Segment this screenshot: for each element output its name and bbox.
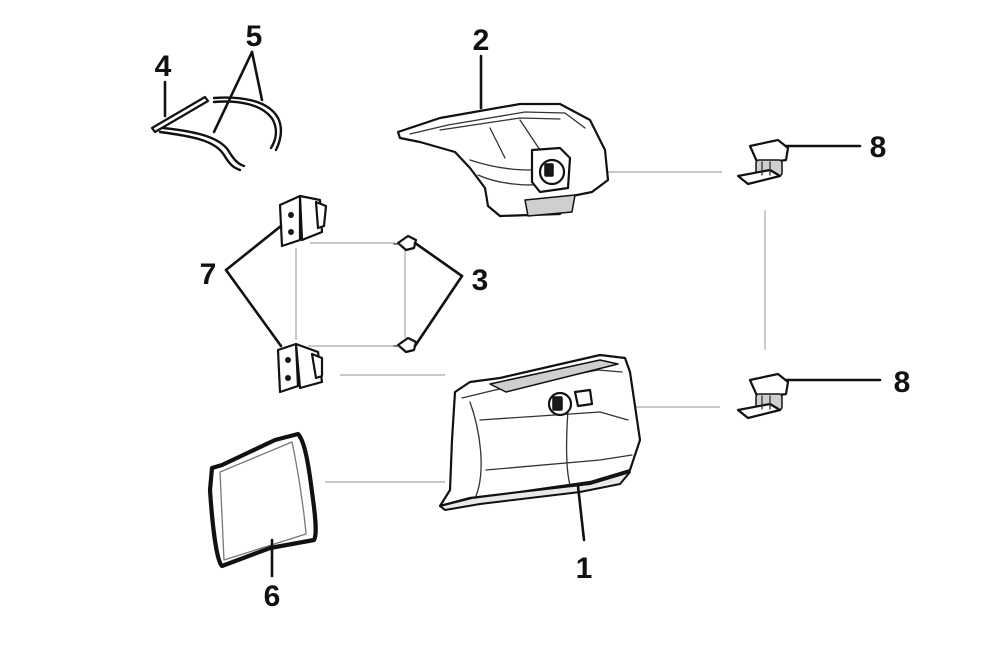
callout-5: 5	[246, 20, 263, 53]
part-6-seal-frame	[207, 431, 318, 569]
part-3-clip-bottom	[393, 336, 418, 354]
callout-8-top: 8	[870, 131, 887, 164]
part-3-clip-top	[393, 234, 418, 252]
callout-4: 4	[155, 50, 172, 83]
leader-1	[576, 484, 586, 542]
part-7-hinge-bottom	[276, 342, 324, 394]
leader-lines	[163, 50, 882, 578]
callout-labels: 1 2 3 4 5 6 7 8 8	[155, 20, 911, 613]
callout-8-bottom: 8	[894, 366, 911, 399]
part-5-curved-strips	[158, 96, 283, 172]
part-4-trim-strip	[150, 95, 210, 134]
leader-7b	[224, 268, 283, 348]
part-2-upper-shell	[396, 102, 610, 218]
part-1-glovebox-body	[438, 353, 642, 511]
callout-2: 2	[473, 24, 490, 57]
leader-3b	[413, 274, 464, 348]
callout-7: 7	[200, 258, 217, 291]
part-8-latch-top	[736, 138, 790, 186]
callout-1: 1	[576, 552, 593, 585]
leader-5b	[250, 50, 264, 102]
part-7-hinge-top	[278, 194, 328, 248]
callout-3: 3	[472, 264, 489, 297]
part-8-latch-bottom	[736, 372, 790, 420]
callout-6: 6	[264, 580, 281, 613]
leader-7a	[224, 224, 283, 272]
leader-5a	[212, 50, 254, 134]
leader-3a	[413, 241, 464, 278]
